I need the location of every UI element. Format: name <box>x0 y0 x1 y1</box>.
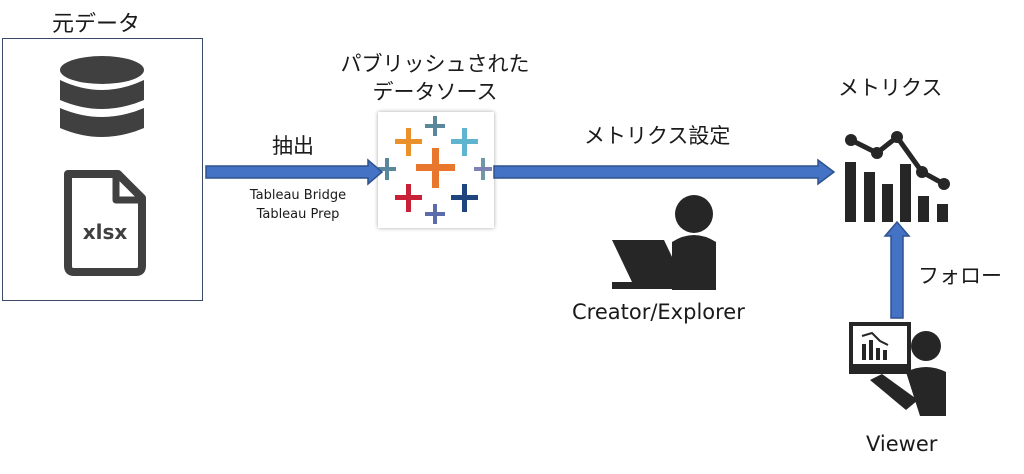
xlsx-file-text: xlsx <box>83 220 128 244</box>
viewer-label: Viewer <box>866 432 938 456</box>
tool-tableau-bridge: Tableau Bridge <box>249 188 347 203</box>
follow-arrow <box>883 220 911 319</box>
published-title-line1: パブリッシュされた <box>340 52 530 76</box>
metrics-setting-arrow <box>493 158 836 186</box>
tableau-logo-box <box>378 112 494 228</box>
extract-label: 抽出 <box>272 134 314 158</box>
follow-label: フォロー <box>918 264 1002 288</box>
xlsx-file-icon: xlsx <box>64 170 146 276</box>
source-data-title: 元データ <box>52 12 141 37</box>
metrics-setting-label: メトリクス設定 <box>584 124 731 148</box>
viewer-person-dashboard-icon <box>849 322 946 416</box>
published-datasource-title: パブリッシュされた データソース <box>320 50 550 106</box>
metrics-title: メトリクス <box>838 76 943 100</box>
metrics-chart-icon <box>845 131 950 222</box>
creator-label: Creator/Explorer <box>572 300 745 324</box>
source-data-box <box>2 38 203 301</box>
database-icon <box>60 56 144 137</box>
tableau-logo-icon <box>378 116 492 224</box>
tool-tableau-prep: Tableau Prep <box>256 207 340 222</box>
published-title-line2: データソース <box>372 80 498 104</box>
creator-person-laptop-icon <box>612 195 716 290</box>
extract-tools: Tableau Bridge Tableau Prep <box>238 186 358 224</box>
extract-arrow <box>205 158 384 186</box>
